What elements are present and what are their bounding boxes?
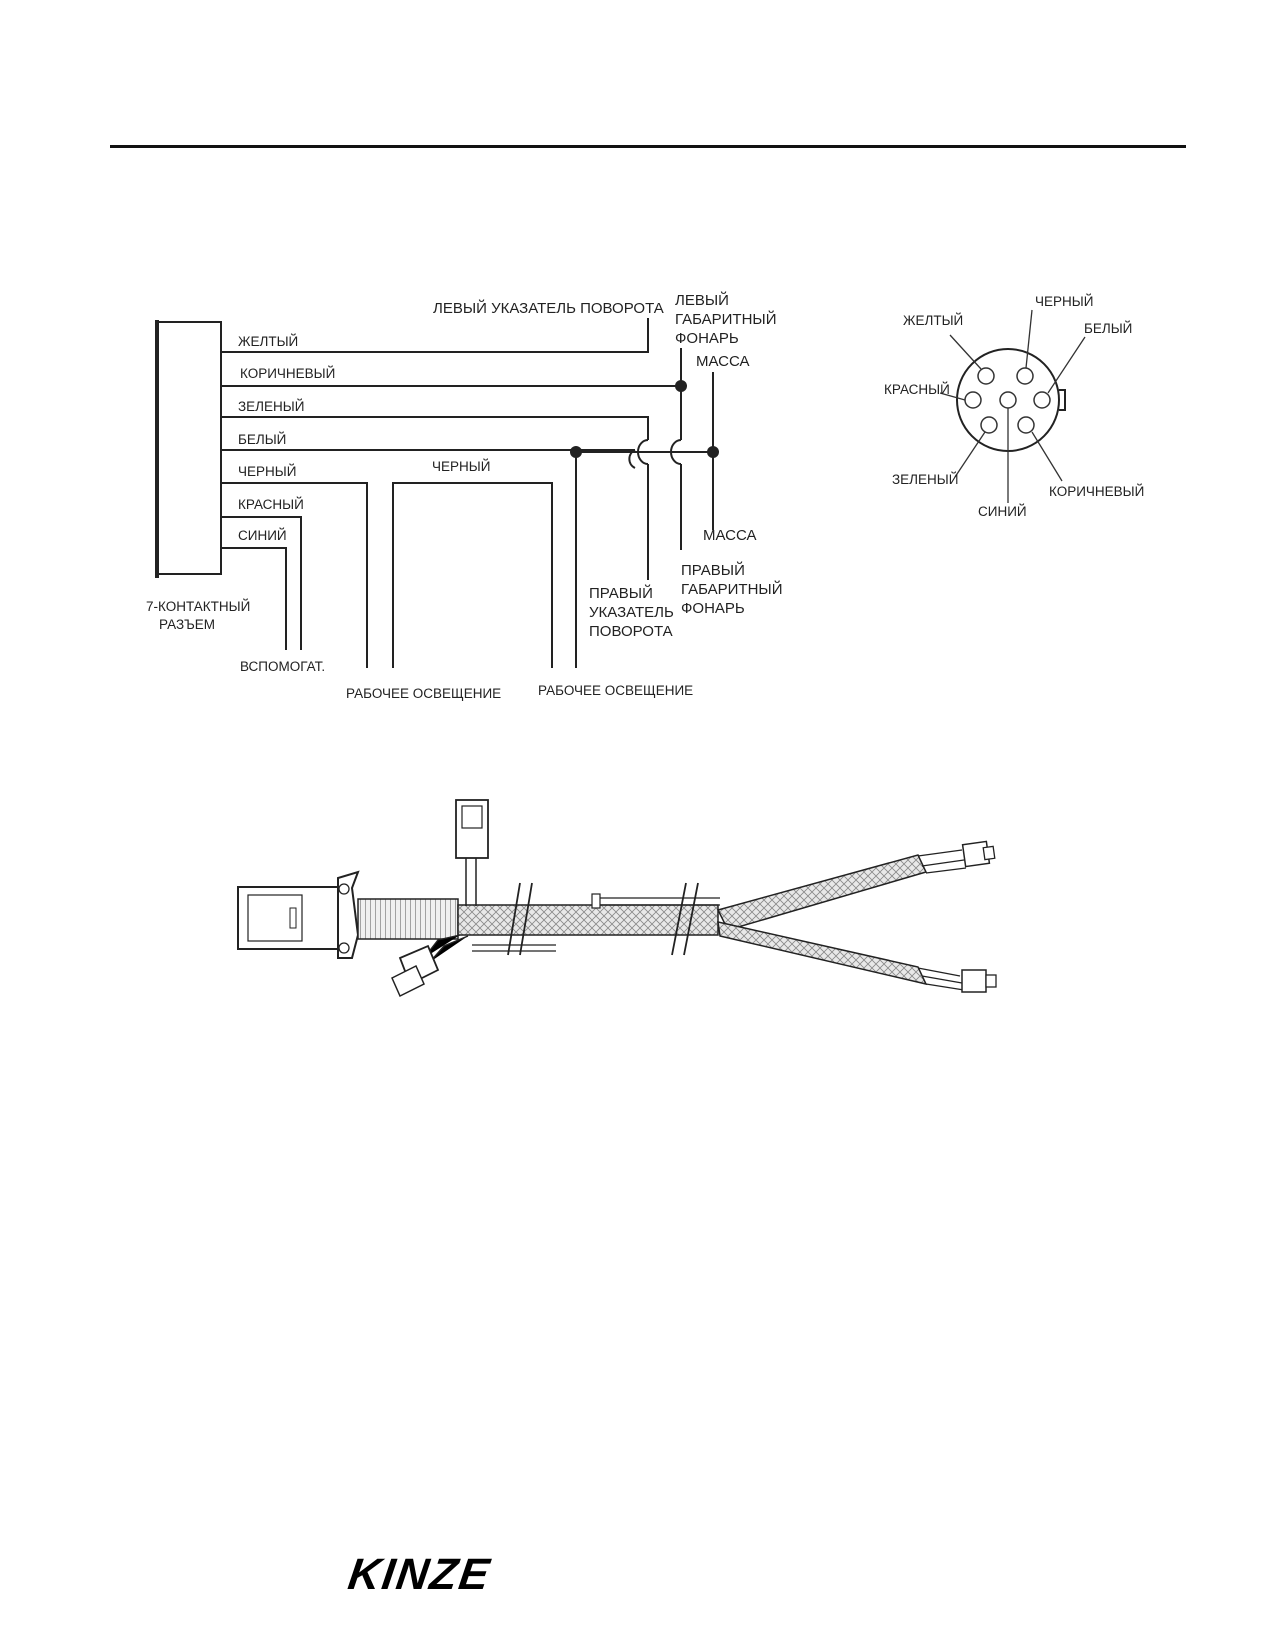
harness-plug (237, 886, 339, 950)
coil-sleeve (357, 898, 459, 940)
pin-white (1033, 391, 1051, 409)
connector-label: РАЗЪЕМ (159, 617, 215, 632)
right-turn-label: ПРАВЫЙ (589, 584, 653, 602)
top-connector (455, 799, 489, 859)
wire-yellow (221, 318, 649, 353)
connector-label: 7-КОНТАКТНЫЙ (146, 599, 250, 614)
wire-label: ЗЕЛЕНЫЙ (238, 399, 304, 414)
ground-label: МАССА (696, 353, 750, 370)
right-marker-label: ПРАВЫЙ (681, 561, 745, 579)
wire-black-1 (221, 482, 368, 668)
pin-label: КРАСНЫЙ (884, 382, 950, 397)
wire-green (221, 416, 649, 440)
wire-label-black-mid: ЧЕРНЫЙ (432, 459, 490, 474)
pin-brown (1017, 416, 1035, 434)
ground-label: МАССА (703, 527, 757, 544)
pin-label: ЧЕРНЫЙ (1035, 294, 1093, 309)
braided-trunk (457, 904, 719, 936)
work-light-label: РАБОЧЕЕ ОСВЕЩЕНИЕ (346, 686, 501, 701)
wire-label: КОРИЧНЕВЫЙ (240, 366, 335, 381)
left-turn-label: ЛЕВЫЙ УКАЗАТЕЛЬ ПОВОРОТА (433, 299, 664, 317)
aux-label: ВСПОМОГАТ. (240, 659, 325, 674)
pin-green (980, 416, 998, 434)
wire-blue (221, 547, 287, 650)
left-marker-label: ЛЕВЫЙ (675, 291, 729, 309)
work-light-label: РАБОЧЕЕ ОСВЕЩЕНИЕ (538, 683, 693, 698)
pin-label: КОРИЧНЕВЫЙ (1049, 484, 1144, 499)
right-marker-label: ФОНАРЬ (681, 600, 745, 617)
wire-label: БЕЛЫЙ (238, 432, 286, 447)
wire-label: ЖЕЛТЫЙ (238, 334, 298, 349)
pin-label: ЖЕЛТЫЙ (903, 313, 963, 328)
pin-label: ЗЕЛЕНЫЙ (892, 472, 958, 487)
wire-label: ЧЕРНЫЙ (238, 464, 296, 479)
wire-black-2 (392, 482, 553, 668)
left-marker-label: ГАБАРИТНЫЙ (675, 310, 776, 328)
logo-text: KINZE (345, 1550, 494, 1599)
header-rule (110, 145, 1186, 148)
pin-label: СИНИЙ (978, 504, 1027, 519)
seven-pin-connector-body (156, 321, 222, 575)
wire-label: СИНИЙ (238, 528, 287, 543)
pin-black (1016, 367, 1034, 385)
wire-label: КРАСНЫЙ (238, 497, 304, 512)
wire-red (221, 516, 302, 650)
pin-label: БЕЛЫЙ (1084, 321, 1132, 336)
right-marker-label: ГАБАРИТНЫЙ (681, 580, 782, 598)
right-turn-label: ПОВОРОТА (589, 623, 673, 640)
pin-yellow (977, 367, 995, 385)
right-turn-label: УКАЗАТЕЛЬ (589, 604, 674, 621)
socket-key (1059, 389, 1066, 411)
left-marker-label: ФОНАРЬ (675, 330, 739, 347)
